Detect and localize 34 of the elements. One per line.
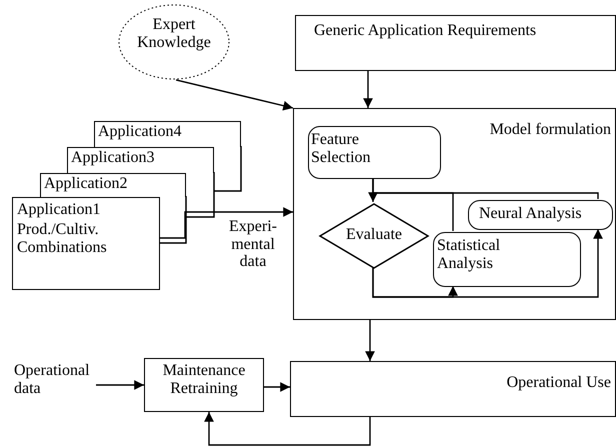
process-box (308, 126, 441, 179)
node-text: Expert Knowledge (136, 16, 212, 53)
node-text: Prod./Cultiv. Combinations (17, 221, 108, 258)
connector-arrow (372, 229, 603, 298)
connector-arrow (365, 320, 375, 361)
connector-arrow (176, 79, 294, 110)
node-text: Application1 (17, 201, 101, 220)
operational-use-box (290, 361, 616, 417)
node-text: Neural Analysis (479, 205, 582, 224)
node-text: Generic Application Requirements (314, 22, 536, 40)
node-text: Application2 (44, 175, 128, 194)
application-card (12, 197, 160, 290)
node-text: Application3 (71, 149, 155, 168)
connector-arrow (363, 71, 373, 108)
node-text: Statistical Analysis (437, 237, 502, 274)
connector-arrow (160, 207, 293, 239)
connector-arrow (264, 382, 290, 392)
requirements-box (295, 15, 616, 71)
application-card (67, 147, 214, 173)
node-text: Maintenance Retraining (162, 362, 246, 399)
node-text: Operational Use (506, 374, 611, 392)
model-formulation-box (293, 108, 616, 320)
process-box (468, 200, 613, 230)
application-card (94, 121, 241, 147)
node-text: Operational data (14, 362, 91, 399)
node-text: Model formulation (490, 121, 611, 140)
connector-arrow (204, 412, 371, 446)
node-text: Feature Selection (311, 131, 372, 168)
process-box (144, 358, 264, 412)
node-text: Application4 (98, 123, 182, 142)
connector-arrow (96, 380, 144, 390)
node-text: Evaluate (345, 226, 403, 244)
application-card (40, 173, 186, 197)
process-box (433, 232, 581, 287)
